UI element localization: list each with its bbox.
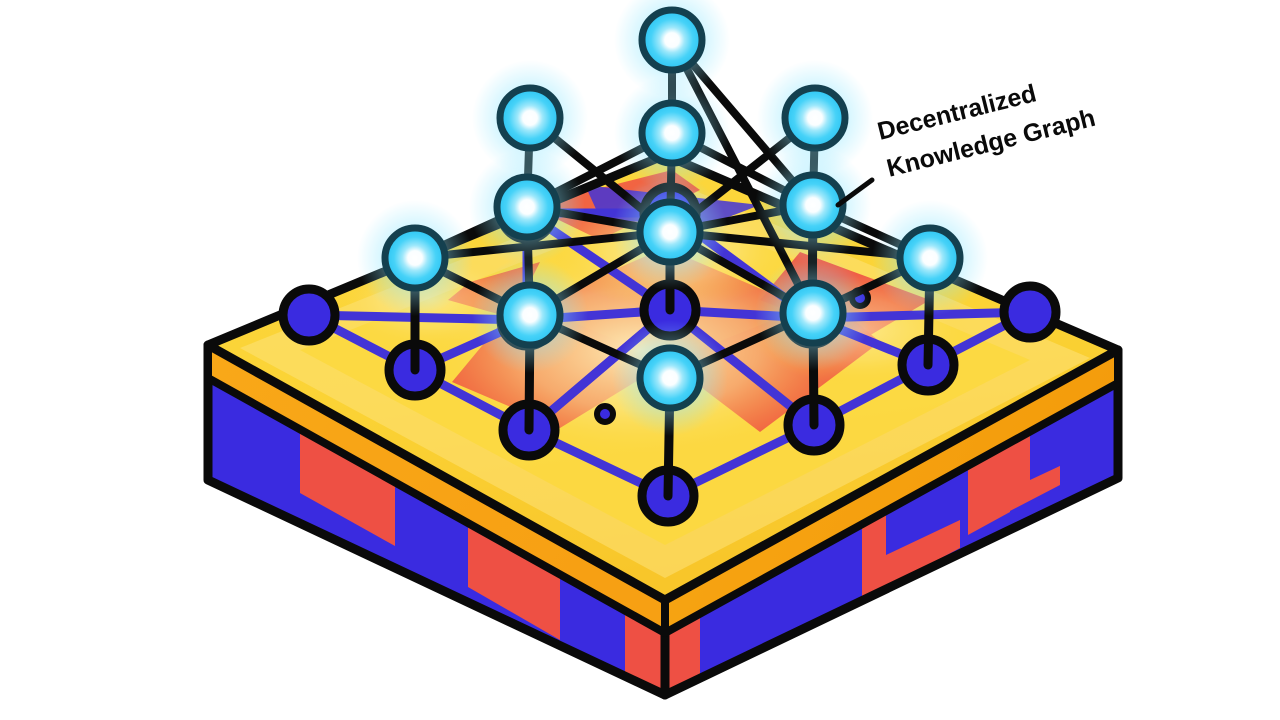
node-body[interactable] <box>636 198 704 266</box>
surface-node[interactable] <box>278 284 340 346</box>
node-body[interactable] <box>381 224 449 292</box>
floating-node[interactable] <box>469 149 585 265</box>
node-body[interactable] <box>779 171 847 239</box>
node-body[interactable] <box>496 84 564 152</box>
node-body[interactable] <box>638 99 706 167</box>
micro-dot <box>594 403 616 425</box>
floating-node[interactable] <box>757 60 873 176</box>
node-body[interactable] <box>638 6 706 74</box>
floating-node[interactable] <box>872 200 988 316</box>
floating-node[interactable] <box>755 255 871 371</box>
node-body[interactable] <box>896 224 964 292</box>
floating-node[interactable] <box>614 75 730 191</box>
annotation-leader-line <box>835 177 875 208</box>
node-body[interactable] <box>636 344 704 412</box>
floating-node[interactable] <box>755 147 871 263</box>
floating-node[interactable] <box>614 0 730 98</box>
surface-node[interactable] <box>999 281 1061 343</box>
floating-node[interactable] <box>357 200 473 316</box>
platform-rim <box>204 341 1122 637</box>
node-body[interactable] <box>496 281 564 349</box>
floating-node[interactable] <box>472 257 588 373</box>
floating-node-group <box>357 0 988 436</box>
node-body[interactable] <box>779 279 847 347</box>
annotation-callout: Decentralized Knowledge Graph <box>835 79 1098 208</box>
floating-node[interactable] <box>472 60 588 176</box>
floating-node[interactable] <box>612 320 728 436</box>
floating-node[interactable] <box>612 174 728 290</box>
node-body[interactable] <box>781 84 849 152</box>
node-body[interactable] <box>493 173 561 241</box>
